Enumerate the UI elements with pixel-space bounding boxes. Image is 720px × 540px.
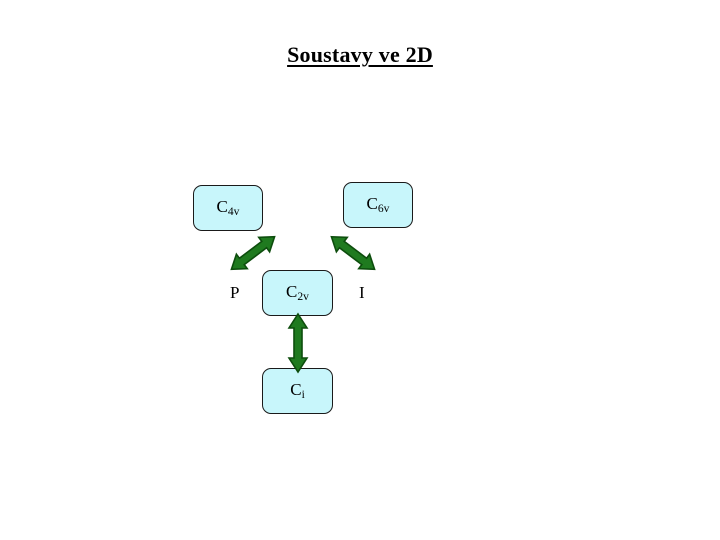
double-arrow-shape — [230, 235, 276, 271]
page-title-text: Soustavy ve 2D — [287, 42, 433, 67]
label-p: P — [230, 283, 240, 302]
node-box-c6v[interactable]: C6v — [343, 182, 413, 228]
node-label-c6v: C6v — [367, 195, 390, 215]
node-label-c6v-sub: 6v — [377, 202, 390, 216]
connector-c2v-ci — [287, 312, 309, 374]
node-label-c6v-base: C — [366, 194, 378, 214]
node-label-c4v-sub: 4v — [227, 205, 240, 219]
node-label-ci-base: C — [290, 380, 302, 400]
node-label-c2v-sub: 2v — [297, 290, 309, 304]
node-box-ci[interactable]: Ci — [262, 368, 333, 414]
label-i: I — [359, 283, 365, 302]
double-arrow-shape — [330, 235, 376, 271]
node-label-c4v: C4v — [217, 198, 240, 218]
node-label-c2v: C2v — [286, 283, 309, 303]
connector-c2v-c6v — [330, 235, 376, 271]
connector-c4v-c2v — [230, 235, 276, 271]
node-label-ci-sub: i — [301, 388, 305, 402]
node-label-ci: Ci — [290, 381, 305, 401]
page-title: Soustavy ve 2D — [0, 42, 720, 68]
double-arrow-shape — [287, 312, 309, 374]
node-label-c2v-base: C — [286, 282, 298, 302]
node-box-c4v[interactable]: C4v — [193, 185, 263, 231]
node-label-c4v-base: C — [216, 197, 228, 217]
